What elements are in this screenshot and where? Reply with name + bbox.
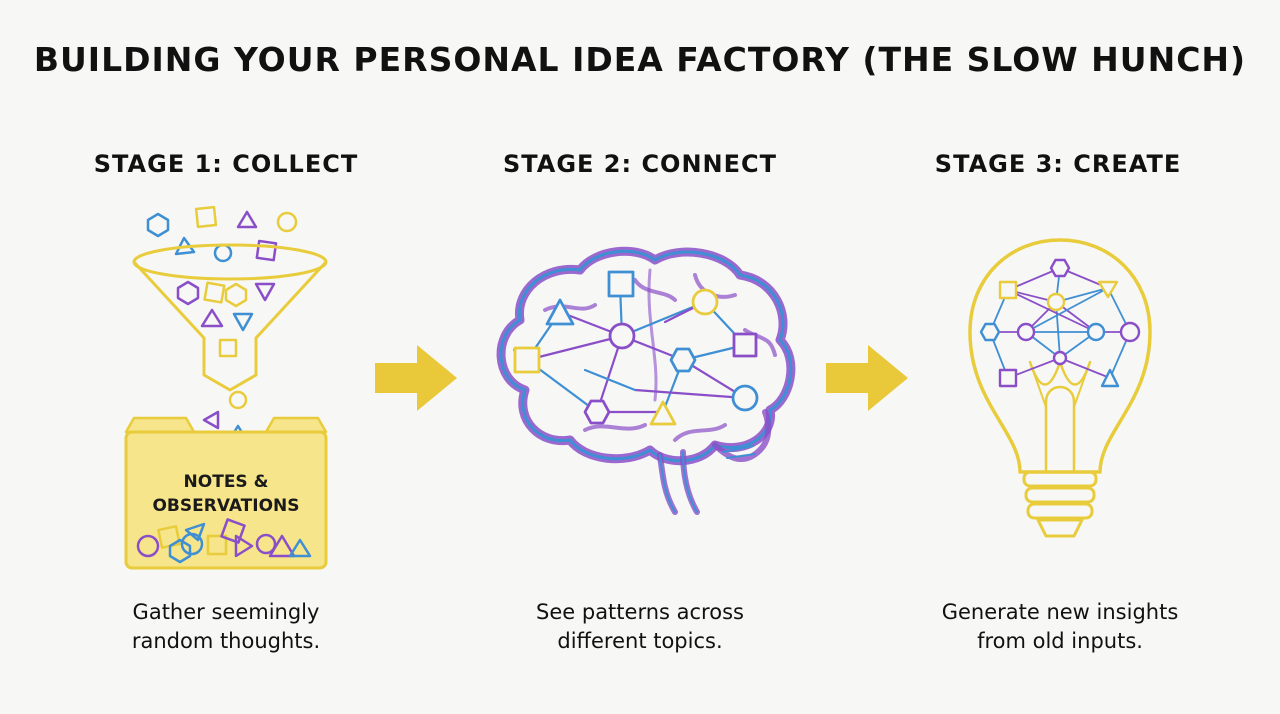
caption-line: different topics. (557, 629, 723, 653)
funnel-icon (124, 205, 328, 570)
stage-3-title: STAGE 3: CREATE (934, 150, 1182, 178)
caption-line: random thoughts. (131, 629, 321, 653)
stage-2-title: STAGE 2: CONNECT (502, 150, 778, 178)
stage-2-caption: See patterns across different topics. (460, 598, 820, 656)
folder-label-line1: NOTES & (183, 472, 269, 492)
caption-line: Gather seemingly (132, 600, 320, 624)
arrow-right-icon (375, 345, 457, 411)
caption-line: See patterns across (536, 600, 744, 624)
stage-3-caption: Generate new insights from old inputs. (880, 598, 1240, 656)
page-title: BUILDING YOUR PERSONAL IDEA FACTORY (THE… (33, 40, 1247, 79)
brain-icon (496, 246, 796, 515)
caption-line: from old inputs. (977, 629, 1143, 653)
arrow-right-icon (826, 345, 908, 411)
lightbulb-icon (968, 238, 1152, 538)
stage-1-title: STAGE 1: COLLECT (93, 150, 359, 178)
caption-line: Generate new insights (941, 600, 1179, 624)
folder-label-line2: OBSERVATIONS (152, 496, 300, 516)
stage-1-caption: Gather seemingly random thoughts. (46, 598, 406, 656)
